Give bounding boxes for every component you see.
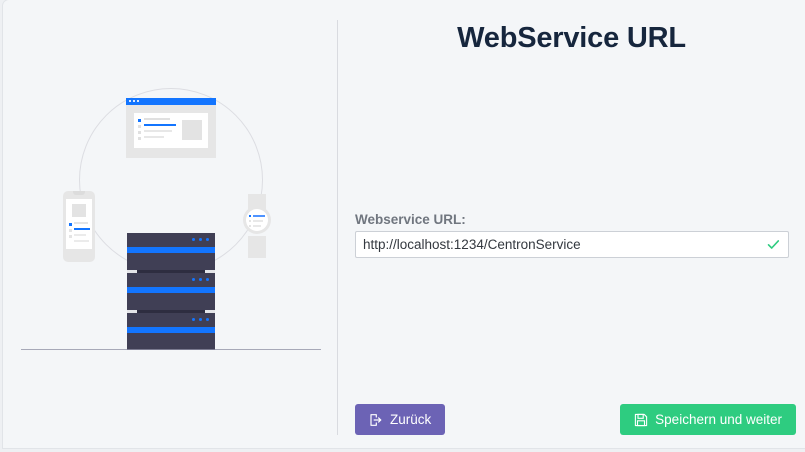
smartwatch-icon [243, 194, 271, 258]
server-unit [127, 273, 215, 310]
webservice-devices-illustration [3, 60, 337, 360]
text-line [144, 118, 170, 120]
bullet [249, 225, 251, 227]
webservice-url-label: Webservice URL: [355, 212, 466, 227]
server-led [192, 238, 195, 241]
browser-content [134, 113, 208, 148]
bullet [138, 125, 141, 128]
server-band [127, 247, 215, 253]
bullet [138, 131, 141, 134]
wizard-page: WebService URL Webservice URL: Zurück [3, 0, 805, 448]
browser-dot [133, 100, 135, 102]
bullet [138, 119, 141, 122]
image-placeholder [72, 204, 86, 217]
back-button-label: Zurück [390, 412, 432, 427]
logout-arrow-icon [369, 413, 383, 427]
server-shadow [127, 270, 215, 273]
bullet [249, 220, 251, 222]
bullet [69, 229, 72, 232]
bullet [138, 137, 141, 140]
server-band [127, 287, 215, 293]
server-led [199, 318, 202, 321]
server-unit [127, 313, 215, 350]
smartphone-icon [63, 191, 95, 262]
text-line [144, 124, 176, 126]
browser-dot [129, 100, 131, 102]
illustration-pane [3, 0, 337, 448]
bullet [69, 235, 72, 238]
text-line [74, 228, 90, 230]
watch-strap [248, 236, 266, 258]
page-title: WebService URL [457, 22, 686, 54]
server-led [192, 318, 195, 321]
server-foot [205, 310, 215, 313]
text-line [74, 240, 89, 242]
server-unit [127, 233, 215, 270]
phone-screen [66, 199, 92, 249]
browser-titlebar [126, 98, 216, 105]
back-button[interactable]: Zurück [355, 404, 446, 435]
form-pane: WebService URL Webservice URL: Zurück [338, 0, 805, 448]
server-led [199, 238, 202, 241]
server-foot [127, 310, 137, 313]
server-foot [205, 270, 215, 273]
save-button-label: Speichern und weiter [655, 412, 782, 427]
text-line [253, 215, 265, 217]
browser-window-icon [126, 98, 216, 158]
text-line [74, 222, 88, 224]
save-and-continue-button[interactable]: Speichern und weiter [620, 404, 796, 435]
bullet [69, 223, 72, 226]
check-icon [767, 238, 780, 251]
server-led [206, 318, 209, 321]
server-led [206, 238, 209, 241]
server-led [192, 278, 195, 281]
server-band [127, 327, 215, 333]
ground-line [21, 349, 321, 350]
server-led [206, 278, 209, 281]
webservice-url-input-wrapper[interactable] [355, 231, 789, 258]
text-line [144, 136, 164, 138]
text-line [74, 234, 86, 236]
bullet [249, 215, 251, 217]
server-shadow [127, 310, 215, 313]
watch-face [246, 209, 268, 231]
image-placeholder [182, 120, 202, 140]
webservice-url-input[interactable] [363, 232, 758, 257]
floppy-disk-save-icon [634, 413, 648, 427]
text-line [144, 130, 172, 132]
server-led [199, 278, 202, 281]
server-stack-icon [127, 233, 215, 350]
browser-dot [137, 100, 139, 102]
text-line [253, 225, 261, 227]
server-foot [127, 270, 137, 273]
vertical-divider [337, 20, 338, 435]
phone-notch [73, 191, 85, 195]
text-line [253, 220, 263, 222]
